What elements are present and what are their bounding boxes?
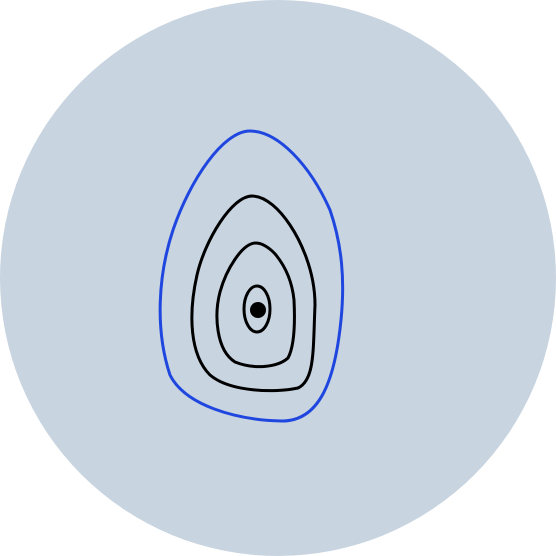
center-point	[250, 302, 266, 318]
inner-contour-outer	[190, 194, 317, 393]
inner-contour-inner	[242, 284, 272, 334]
outer-contour	[158, 129, 345, 423]
inner-contour-middle	[215, 241, 296, 369]
